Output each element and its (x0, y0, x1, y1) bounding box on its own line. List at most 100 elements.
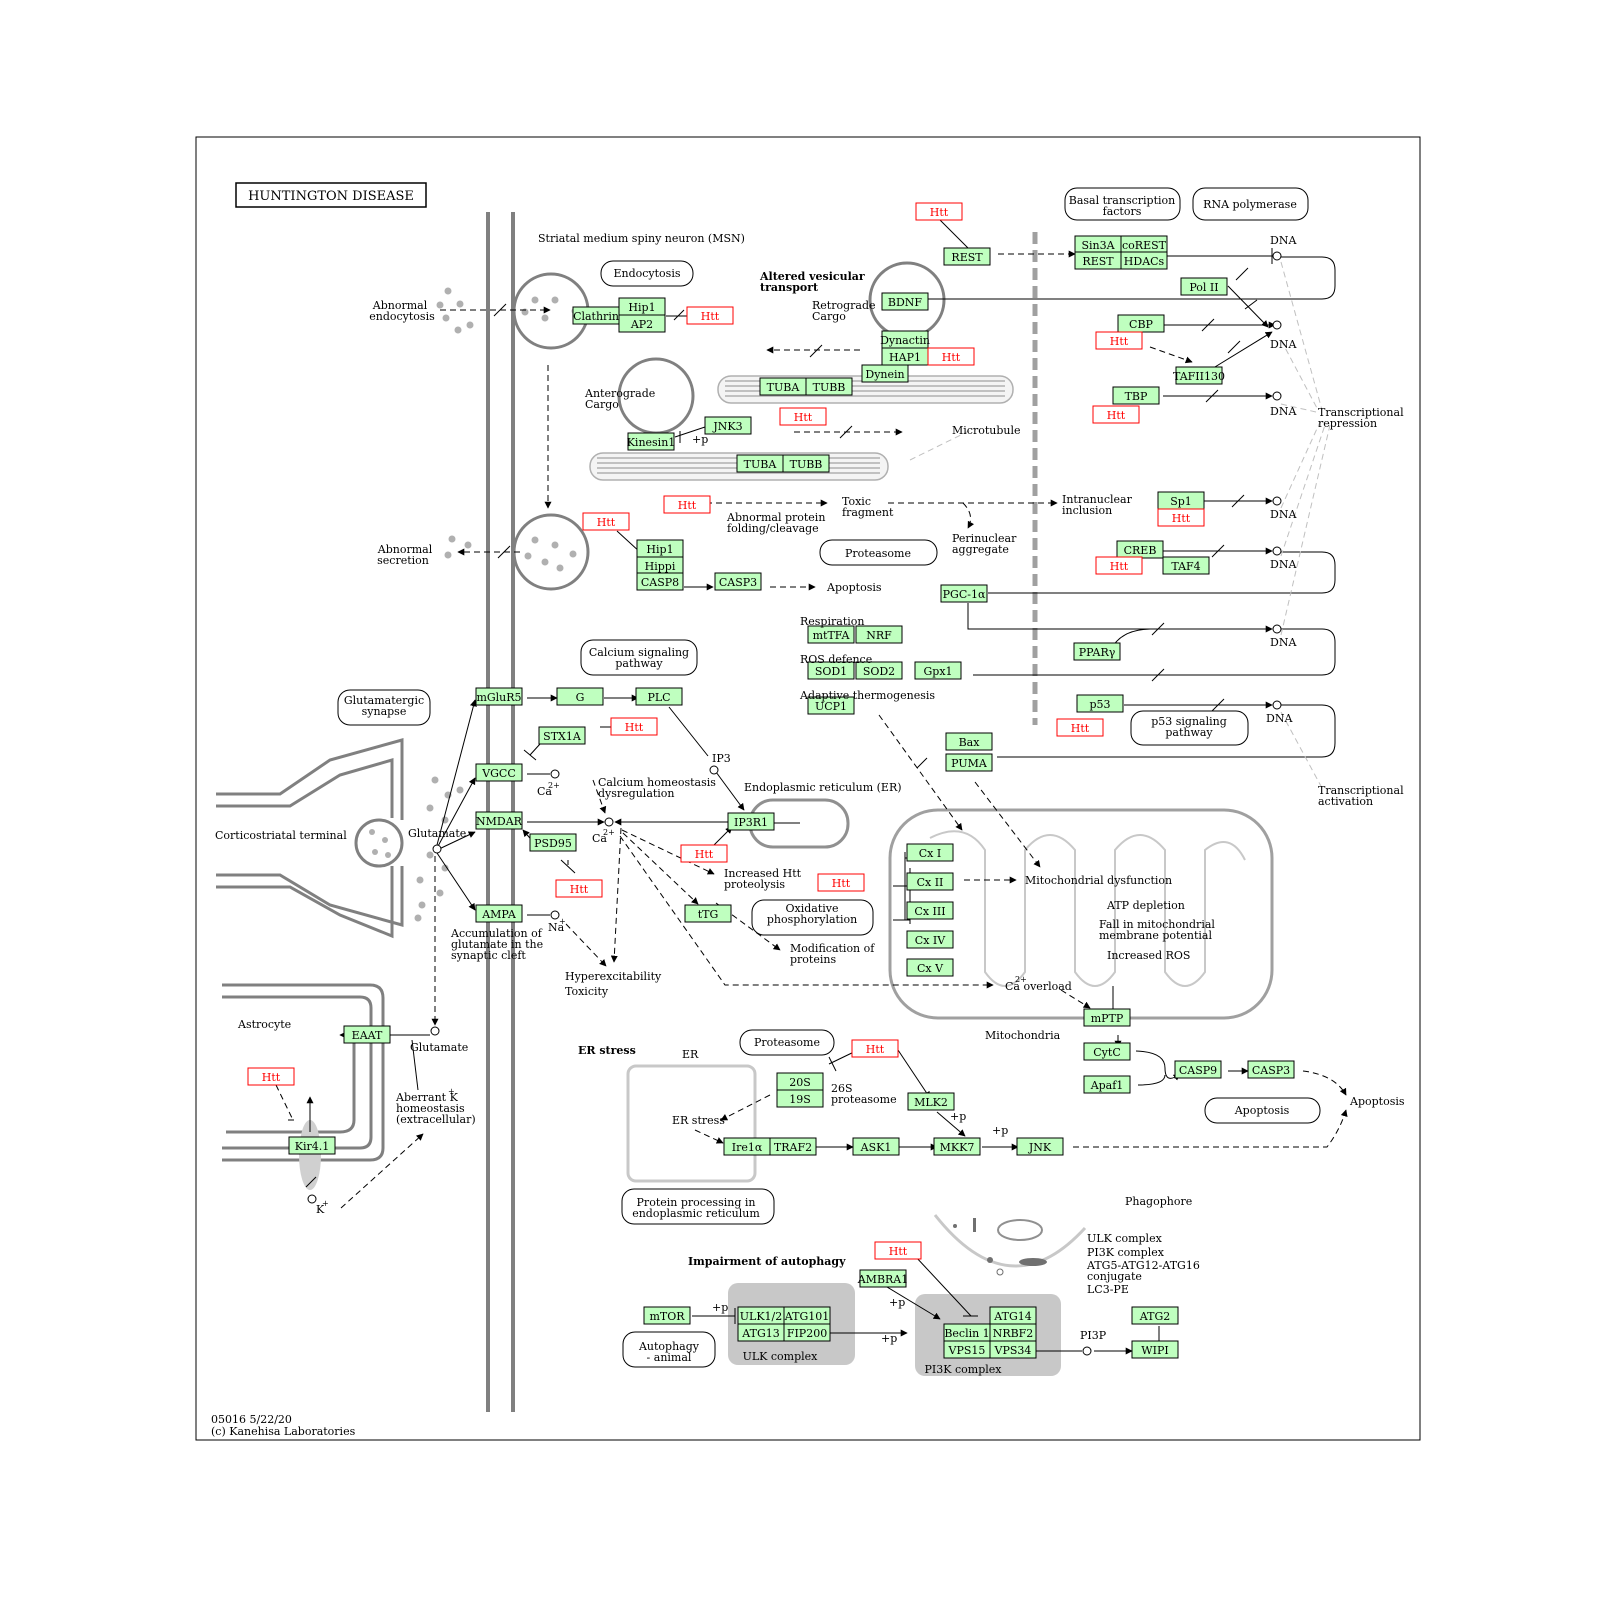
gene-htt-2[interactable]: Htt (915, 202, 963, 221)
gene-atg13[interactable]: ATG13 (737, 1323, 785, 1342)
gene-stx1a[interactable]: STX1A (538, 726, 586, 745)
gene-htt-14[interactable]: Htt (555, 879, 603, 898)
gene-ulk12[interactable]: ULK1/2 (737, 1306, 785, 1325)
gene-cx5[interactable]: Cx V (906, 958, 954, 977)
gene-htt-15[interactable]: Htt (817, 873, 865, 892)
gene-htt-17[interactable]: Htt (851, 1039, 899, 1058)
gene-traf2[interactable]: TRAF2 (769, 1137, 817, 1156)
gene-cx1[interactable]: Cx I (906, 843, 954, 862)
gene-nrf[interactable]: NRF (855, 625, 903, 644)
gene-mttfa[interactable]: mtTFA (807, 625, 855, 644)
gene-hap1[interactable]: HAP1 (881, 347, 929, 366)
gene-htt-18[interactable]: Htt (874, 1241, 922, 1260)
gene-taf4[interactable]: TAF4 (1162, 556, 1210, 575)
gene-htt-13[interactable]: Htt (680, 844, 728, 863)
gene-atg101[interactable]: ATG101 (783, 1306, 831, 1325)
gene-beclin1[interactable]: Beclin 1 (943, 1323, 991, 1342)
gene-ambra1[interactable]: AMBRA1 (857, 1269, 909, 1288)
gene-htt-12[interactable]: Htt (610, 717, 658, 736)
gene-creb[interactable]: CREB (1116, 540, 1164, 559)
gene-wipi[interactable]: WIPI (1131, 1340, 1179, 1359)
gene-sod1[interactable]: SOD1 (807, 661, 855, 680)
gene-mglur5[interactable]: mGluR5 (475, 687, 523, 706)
gene-g[interactable]: G (556, 687, 604, 706)
gene-hdacs[interactable]: HDACs (1120, 251, 1168, 270)
gene-cx4[interactable]: Cx IV (906, 930, 954, 949)
gene-htt-16[interactable]: Htt (247, 1067, 295, 1086)
gene-tubb[interactable]: TUBB (805, 377, 853, 396)
gene-bax[interactable]: Bax (945, 732, 993, 751)
gene-tubb[interactable]: TUBB (782, 454, 830, 473)
gene-nmdar[interactable]: NMDAR (475, 811, 523, 830)
gene-dynactin[interactable]: Dynactin (880, 330, 930, 349)
gene-htt-9[interactable]: Htt (1157, 508, 1205, 527)
gene-fip200[interactable]: FIP200 (783, 1323, 831, 1342)
gene-ampa[interactable]: AMPA (475, 904, 523, 923)
gene-dynein[interactable]: Dynein (861, 364, 909, 383)
gene-rest2[interactable]: REST (1074, 251, 1122, 270)
gene-sin3a[interactable]: Sin3A (1074, 235, 1122, 254)
gene-ip3r1[interactable]: IP3R1 (727, 812, 775, 831)
gene-ucp1[interactable]: UCP1 (807, 696, 855, 715)
gene-corest[interactable]: coREST (1120, 235, 1168, 254)
gene-casp8[interactable]: CASP8 (636, 572, 684, 591)
gene-casp3b[interactable]: CASP3 (1247, 1060, 1295, 1079)
gene-vps34[interactable]: VPS34 (989, 1340, 1037, 1359)
gene-tuba[interactable]: TUBA (759, 377, 807, 396)
gene-eaat[interactable]: EAAT (343, 1025, 391, 1044)
gene-pgc1a[interactable]: PGC-1α (940, 584, 988, 603)
gene-mptp[interactable]: mPTP (1083, 1008, 1131, 1027)
gene-casp9[interactable]: CASP9 (1174, 1060, 1222, 1079)
gene-gpx1[interactable]: Gpx1 (914, 661, 962, 680)
gene-jnk3[interactable]: JNK3 (704, 416, 752, 435)
gene-tbp[interactable]: TBP (1112, 386, 1160, 405)
gene-nrbf2[interactable]: NRBF2 (989, 1323, 1037, 1342)
gene-htt-1[interactable]: Htt (686, 306, 734, 325)
gene-pol2[interactable]: Pol II (1180, 277, 1228, 296)
gene-plc[interactable]: PLC (635, 687, 683, 706)
gene-rest[interactable]: REST (943, 247, 991, 266)
gene-htt-4[interactable]: Htt (779, 407, 827, 426)
gene-puma[interactable]: PUMA (945, 753, 993, 772)
gene-htt-3[interactable]: Htt (927, 347, 975, 366)
gene-atg14[interactable]: ATG14 (989, 1306, 1037, 1325)
gene-cx3[interactable]: Cx III (906, 901, 954, 920)
gene-kir41[interactable]: Kir4.1 (288, 1136, 336, 1155)
gene-htt-7[interactable]: Htt (1095, 331, 1143, 350)
gene-mkk7[interactable]: MKK7 (933, 1137, 981, 1156)
gene-htt-10[interactable]: Htt (1095, 556, 1143, 575)
gene-hip1b[interactable]: Hip1 (636, 539, 684, 558)
gene-htt-5[interactable]: Htt (663, 495, 711, 514)
gene-psd95[interactable]: PSD95 (529, 833, 577, 852)
gene-ask1[interactable]: ASK1 (852, 1137, 900, 1156)
gene-cx2[interactable]: Cx II (906, 872, 954, 891)
gene-p53[interactable]: p53 (1076, 694, 1124, 713)
gene-cytc[interactable]: CytC (1083, 1042, 1131, 1061)
gene-clathrin[interactable]: Clathrin (572, 306, 620, 325)
gene-s20[interactable]: 20S (776, 1072, 824, 1091)
gene-casp3a[interactable]: CASP3 (714, 572, 762, 591)
gene-htt-11[interactable]: Htt (1056, 718, 1104, 737)
gene-tuba[interactable]: TUBA (736, 454, 784, 473)
gene-kinesin1[interactable]: Kinesin1 (627, 432, 676, 451)
gene-vps15[interactable]: VPS15 (943, 1340, 991, 1359)
gene-ppary[interactable]: PPARγ (1073, 642, 1121, 661)
gene-hip1[interactable]: Hip1 (618, 297, 666, 316)
gene-vgcc[interactable]: VGCC (475, 763, 523, 782)
gene-mtor[interactable]: mTOR (643, 1306, 691, 1325)
gene-htt-6[interactable]: Htt (582, 512, 630, 531)
gene-ttg[interactable]: tTG (684, 904, 732, 923)
gene-ire1a[interactable]: Ire1α (723, 1137, 771, 1156)
gene-htt-8[interactable]: Htt (1092, 405, 1140, 424)
gene-sp1[interactable]: Sp1 (1157, 491, 1205, 510)
gene-apaf1[interactable]: Apaf1 (1083, 1075, 1131, 1094)
gene-tafii130[interactable]: TAFII130 (1173, 366, 1225, 385)
gene-sod2[interactable]: SOD2 (855, 661, 903, 680)
gene-atg2[interactable]: ATG2 (1131, 1306, 1179, 1325)
gene-mlk2[interactable]: MLK2 (907, 1092, 955, 1111)
gene-bdnf[interactable]: BDNF (881, 292, 929, 311)
gene-jnk[interactable]: JNK (1016, 1137, 1064, 1156)
gene-ap2[interactable]: AP2 (618, 314, 666, 333)
gene-s19[interactable]: 19S (776, 1089, 824, 1108)
gene-hippi[interactable]: Hippi (636, 556, 684, 575)
